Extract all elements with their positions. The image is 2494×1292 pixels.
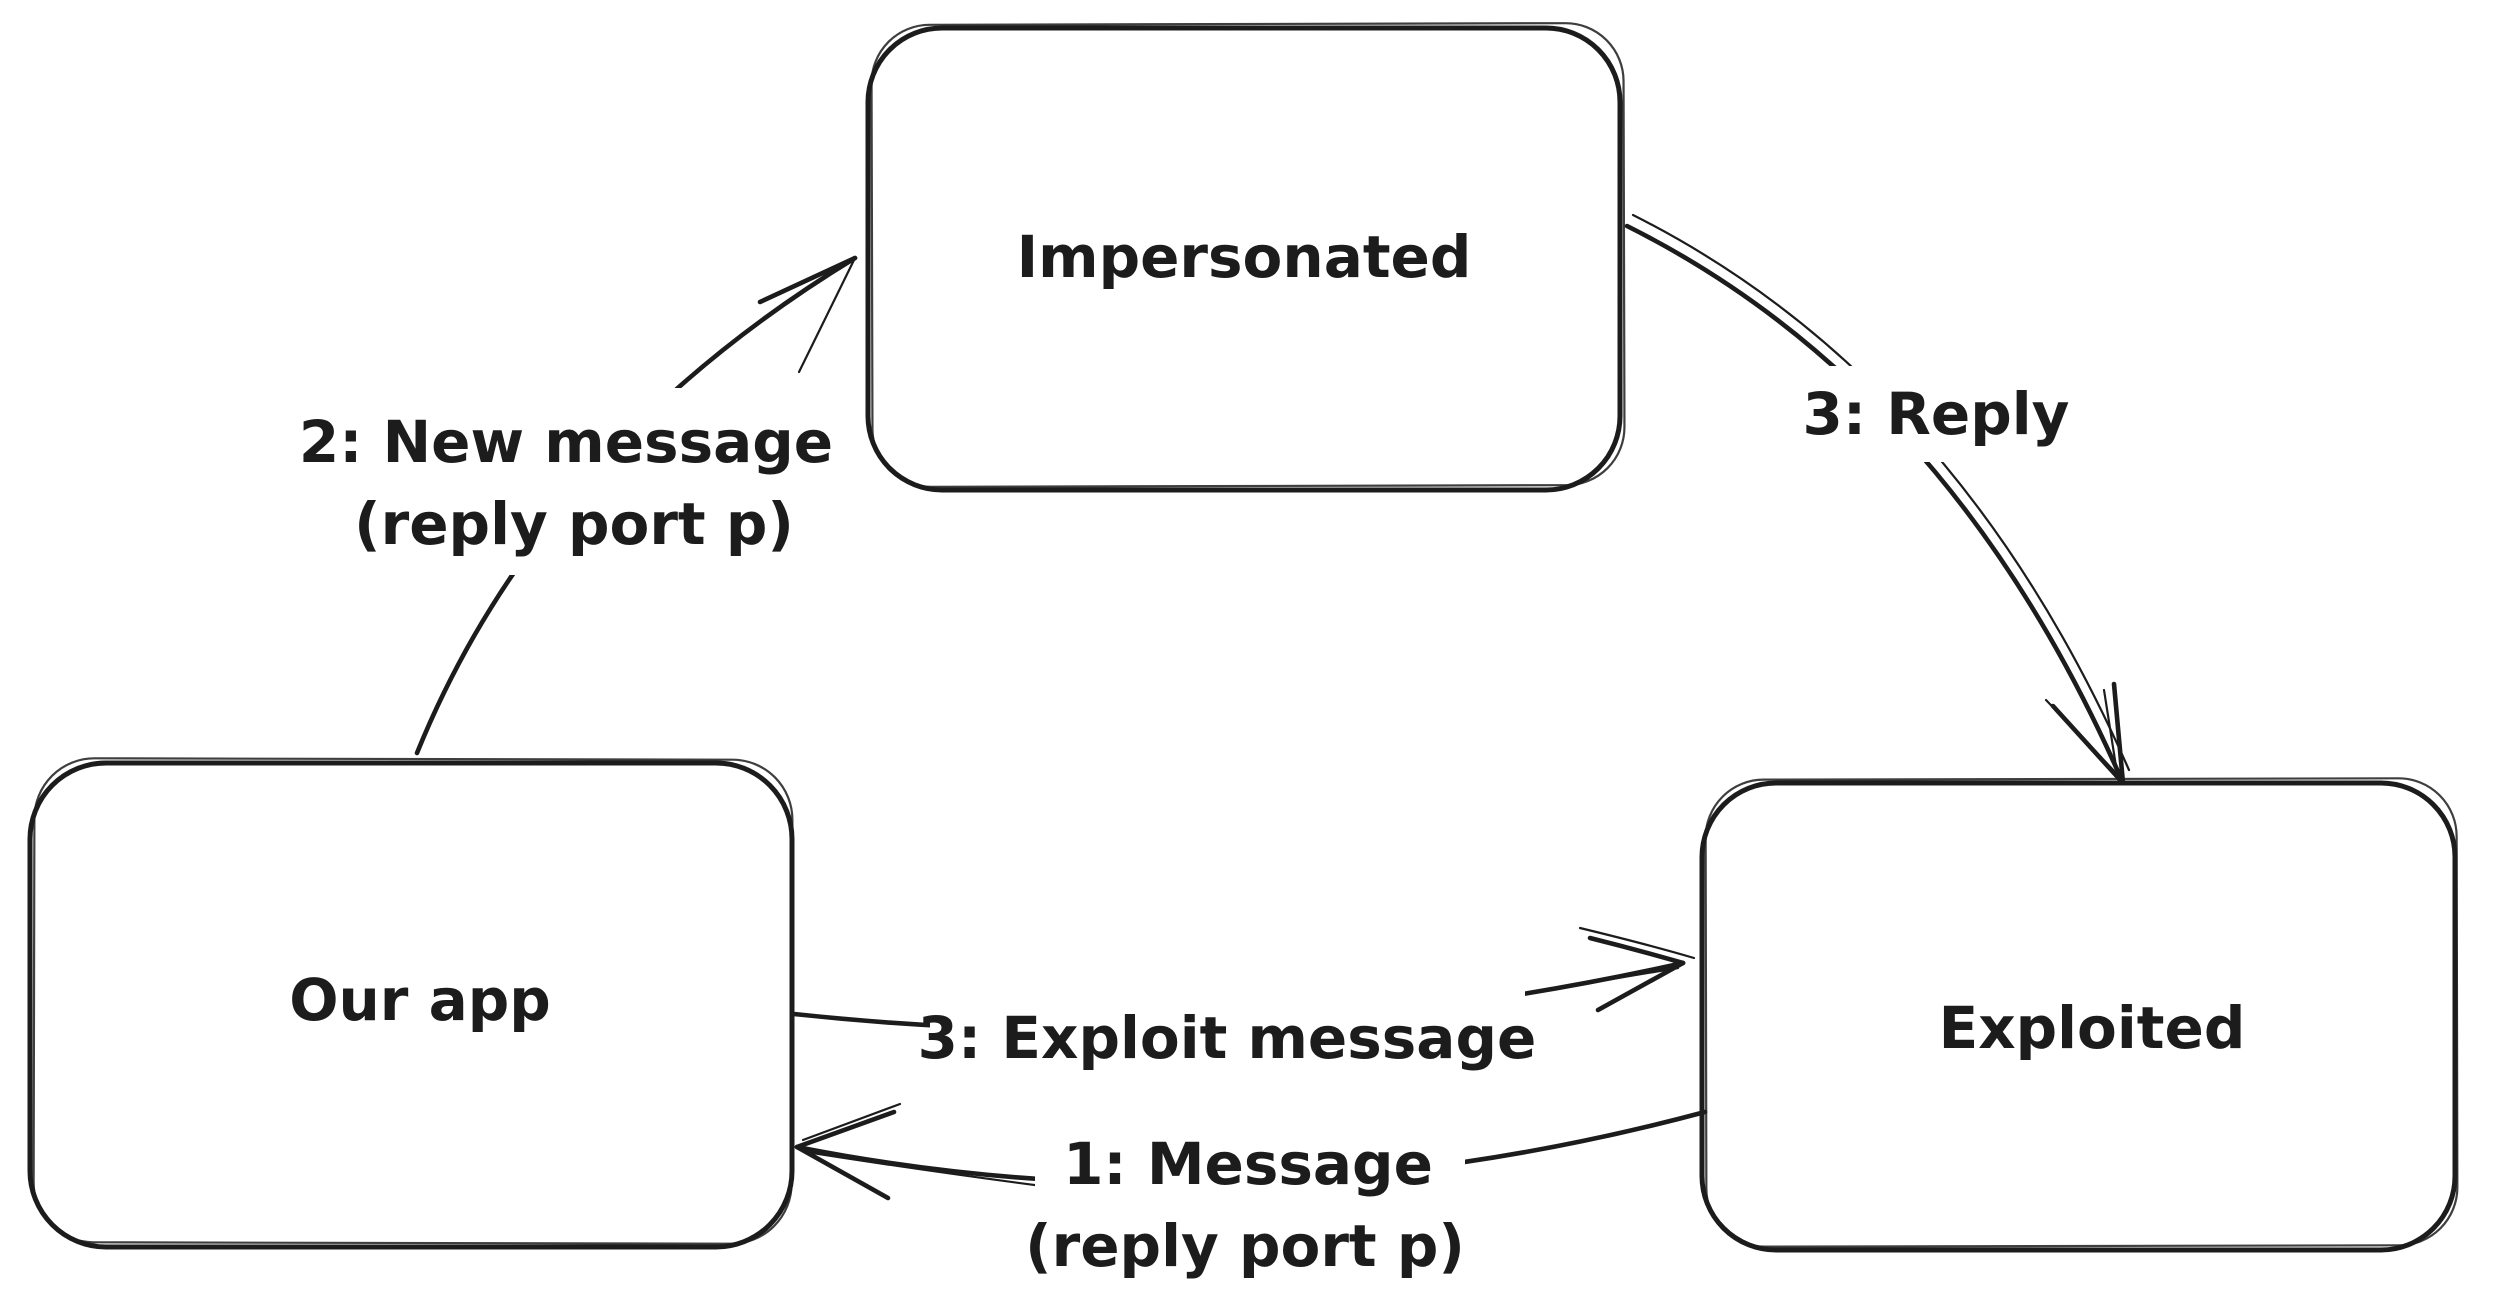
reply-label: 3: Reply: [1803, 380, 2070, 448]
node-our-app: [27, 757, 795, 1250]
new-message-label-line1: 2: New message: [299, 408, 833, 476]
node-exploited: [1699, 777, 2459, 1253]
node-impersonated: [865, 22, 1626, 493]
arrowhead-exploit-message: [1578, 926, 1696, 1013]
label-backdrop-new-message: [300, 388, 835, 575]
message-label-line1: 1: Message: [1063, 1130, 1433, 1198]
label-backdrop-message: [1035, 1098, 1465, 1290]
exploited-label: Exploited: [1939, 994, 2246, 1062]
arrowhead-message: [794, 1102, 902, 1201]
arrowhead-new-message: [757, 255, 858, 374]
message-label-line2: (reply port p): [1025, 1212, 1465, 1280]
arrowhead-reply: [2044, 681, 2126, 786]
our-app-label: Our app: [289, 966, 551, 1034]
label-backdrop-exploit-message: [930, 986, 1525, 1082]
new-message-label-line2: (reply port p): [354, 490, 794, 558]
label-backdrop-reply: [1808, 366, 2066, 462]
edge-reply: [1624, 213, 2131, 786]
impersonated-label: Impersonated: [1017, 223, 1472, 291]
exploit-message-label: 3: Exploit message: [918, 1004, 1537, 1072]
